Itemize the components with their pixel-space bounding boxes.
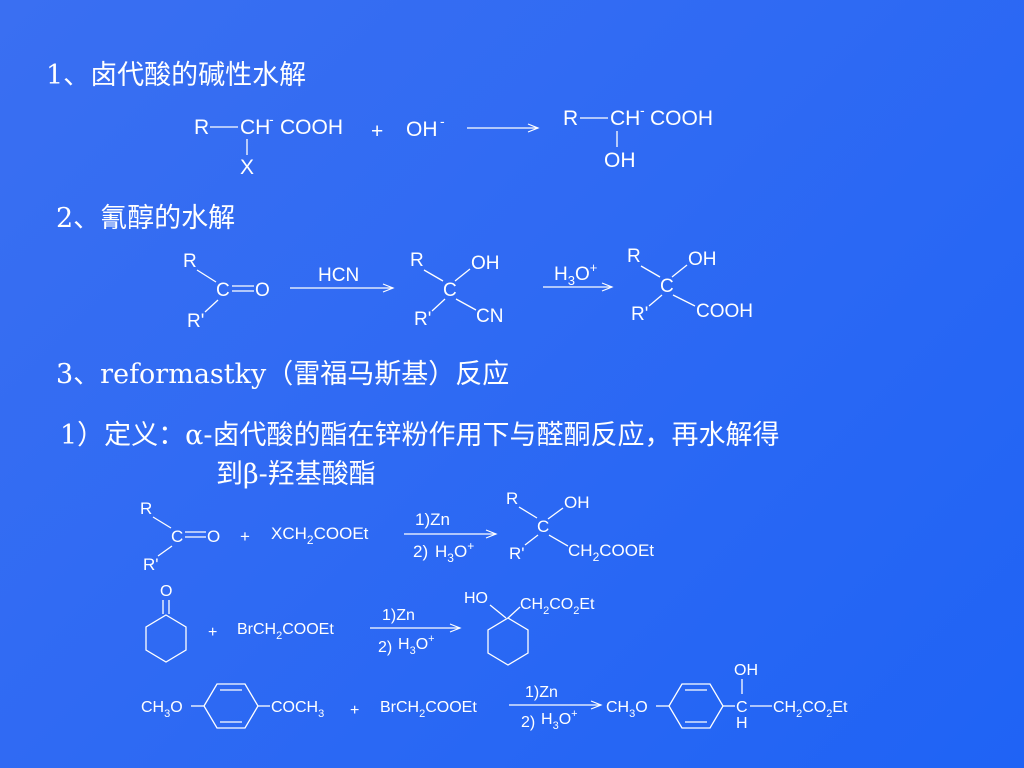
r5-methoxy: CH3O [141, 699, 183, 720]
r1-negative-charge: - [440, 113, 445, 129]
r2-product-r: R [627, 246, 641, 267]
r2-intermediate-r: R [410, 250, 424, 271]
r2-intermediate-r-prime: R' [414, 309, 431, 330]
r3-step-2: 2) [413, 542, 428, 561]
r4-product-hydroxyl: HO [464, 590, 488, 607]
r3-step-2-hydronium: H3O+ [435, 539, 474, 565]
r3-r: R [140, 499, 152, 518]
r2-intermediate-cn: CN [476, 306, 503, 327]
r3-haloester: XCH2COOEt [271, 524, 369, 547]
r3-oxygen: O [207, 527, 220, 546]
r2-product-cooh: COOH [696, 301, 753, 322]
r2-intermediate-oh: OH [471, 253, 500, 274]
r2-product-r-prime: R' [631, 304, 648, 325]
r3-product-oh: OH [564, 493, 590, 512]
reaction-3: R C O R' + XCH2COOEt 1)Zn 2) H3O+ R OH C [140, 489, 654, 574]
r1-plus: + [371, 120, 383, 143]
r3-plus: + [240, 527, 250, 546]
r3-r-prime: R' [143, 555, 159, 574]
reaction-1: R CH - COOH X + OH - R CH - COOH OH [194, 102, 713, 179]
r2-carbon: C [216, 280, 230, 301]
r4-oxygen: O [160, 583, 172, 600]
r1-x: X [240, 156, 254, 179]
r3-carbon: C [171, 527, 183, 546]
r3-product-r: R [506, 489, 518, 508]
r5-product-carbon: C [736, 699, 748, 716]
r1-product-cooh: COOH [650, 107, 713, 130]
r1-product-r: R [563, 107, 578, 130]
definition-line-2: 到β-羟基酸酯 [216, 459, 376, 490]
r3-product-ester: CH2COOEt [568, 541, 654, 564]
r2-reagent-hydronium: H3O+ [554, 260, 597, 288]
r5-bromoester: BrCH2COOEt [380, 699, 477, 720]
heading-cyanohydrin-hydrolysis: 2、氰醇的水解 [56, 203, 236, 234]
r3-step-1-zinc: 1)Zn [415, 510, 450, 529]
r1-dash: - [269, 111, 274, 127]
reaction-2: R C O R' HCN R OH C R' CN H3O+ [183, 246, 753, 332]
r2-reagent-hcn: HCN [318, 265, 359, 286]
r4-step-2-hydronium: H3O+ [398, 633, 435, 657]
r1-cooh: COOH [280, 116, 343, 139]
r5-product-methoxy: CH3O [606, 699, 648, 720]
r5-product-oh: OH [734, 662, 758, 679]
r5-step-2: 2) [521, 714, 535, 731]
definition-line-1: 1）定义：α-卤代酸的酯在锌粉作用下与醛酮反应，再水解得 [60, 420, 780, 451]
heading-haloacid-hydrolysis: 1、卤代酸的碱性水解 [46, 60, 307, 91]
r5-step-2-hydronium: H3O+ [541, 708, 578, 732]
r4-step-1-zinc: 1)Zn [382, 607, 415, 624]
r2-product-carbon: C [660, 276, 674, 297]
r1-ch: CH [240, 116, 270, 139]
reaction-5: CH3O COCH3 + BrCH2COOEt 1)Zn 2) H3O+ CH3… [141, 662, 848, 732]
r1-product-ch: CH [610, 107, 640, 130]
r5-product-hydrogen: H [736, 715, 748, 732]
r4-plus: + [208, 624, 217, 641]
r1-product-oh: OH [604, 149, 636, 172]
r3-product-carbon: C [537, 517, 549, 536]
r2-r: R [183, 251, 197, 272]
r5-acetyl: COCH3 [271, 699, 324, 720]
r5-step-1-zinc: 1)Zn [525, 684, 558, 701]
r5-plus: + [350, 702, 359, 719]
r2-intermediate-carbon: C [443, 280, 457, 301]
r3-product-r-prime: R' [509, 544, 525, 563]
r4-product-ester: CH2CO2Et [520, 596, 595, 617]
heading-reformatsky-reaction: 3、reformastky（雷福马斯基）反应 [56, 359, 510, 390]
r5-product-ester: CH2CO2Et [773, 699, 848, 720]
r4-bromoester: BrCH2COOEt [237, 621, 334, 642]
r4-cyclohexanone-ring [145, 614, 187, 663]
r4-step-2: 2) [378, 639, 392, 656]
reaction-4: O + BrCH2COOEt 1)Zn 2) H3O+ HO CH2CO2Et [145, 583, 595, 666]
r1-r: R [194, 116, 209, 139]
r2-product-oh: OH [688, 249, 717, 270]
r2-r-prime: R' [187, 311, 204, 332]
r1-product-dash: - [640, 102, 645, 118]
r2-oxygen: O [255, 280, 270, 301]
r1-hydroxide: OH [406, 118, 438, 141]
r4-product-cyclohexane-ring [487, 617, 529, 666]
